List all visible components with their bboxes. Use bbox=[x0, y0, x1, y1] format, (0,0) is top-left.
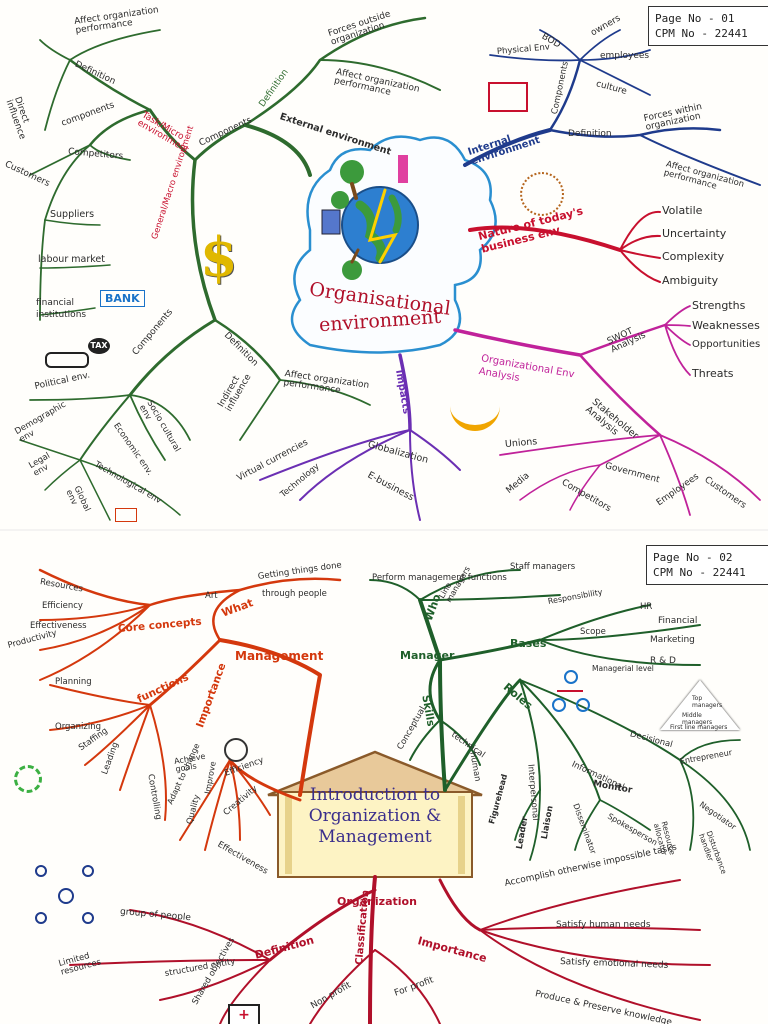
laptop-icon bbox=[115, 508, 137, 522]
pyramid-item: First line managers bbox=[670, 724, 728, 731]
nature-item: Uncertainty bbox=[662, 227, 727, 240]
management-what-item: through people bbox=[262, 589, 327, 599]
bases-item: HR bbox=[640, 602, 653, 612]
central-topic-line2: Organization & bbox=[308, 806, 442, 826]
function-item: Organizing bbox=[55, 722, 101, 732]
bases-item: Managerial level bbox=[592, 664, 654, 673]
bases-item: Financial bbox=[658, 616, 698, 626]
molecule-icon bbox=[30, 860, 100, 930]
pyramid-item: Middle managers bbox=[682, 712, 713, 726]
task-comp-item: financial institutions bbox=[36, 298, 87, 320]
cpm-number: CPM No - 22441 bbox=[653, 566, 746, 579]
core-concept-item: Efficiency bbox=[42, 601, 83, 611]
core-concept-item: Effectiveness bbox=[30, 621, 87, 631]
org-importance-item: Satisfy human needs bbox=[556, 920, 651, 930]
manager-branch: Manager bbox=[400, 649, 455, 662]
cycle-icon bbox=[14, 765, 42, 793]
manager-bases: Bases bbox=[510, 637, 547, 650]
central-topic-2: Introduction to Organization & Managemen… bbox=[290, 785, 460, 848]
bank-icon: BANK bbox=[100, 290, 145, 307]
dollar-icon: $ bbox=[200, 225, 238, 289]
management-branch: Management bbox=[235, 649, 324, 663]
bases-item: R & D bbox=[650, 656, 676, 666]
task-comp-item: Suppliers bbox=[50, 209, 95, 220]
central-topic-line1: Introduction to bbox=[309, 785, 441, 805]
task-comp-item: labour market bbox=[38, 254, 105, 265]
cpm-number: CPM No - 22441 bbox=[655, 27, 748, 40]
growth-chart-icon bbox=[488, 82, 528, 112]
management-what-item: Art bbox=[205, 591, 218, 601]
pyramid-icon bbox=[660, 680, 740, 730]
swot-item: Strengths bbox=[692, 299, 746, 312]
nature-item: Volatile bbox=[662, 204, 703, 217]
clock-icon bbox=[224, 738, 248, 762]
central-topic-line3: Management bbox=[318, 827, 432, 847]
nature-item: Complexity bbox=[662, 250, 725, 263]
internal-definition: Definition bbox=[568, 129, 612, 139]
swot-item: Opportunities bbox=[692, 339, 761, 350]
swot-item: Threats bbox=[692, 367, 734, 380]
people-hands-icon bbox=[450, 385, 500, 431]
network-icon bbox=[520, 172, 564, 216]
function-item: Planning bbox=[55, 677, 92, 687]
bases-item: Scope bbox=[580, 627, 606, 637]
tax-icon: TAX bbox=[88, 338, 110, 354]
page-number-box: Page No - 01 CPM No - 22441 bbox=[648, 6, 768, 46]
pyramid-item: Top managers bbox=[692, 695, 723, 709]
central-topic: Organisational environment bbox=[285, 278, 475, 336]
chain-icon bbox=[45, 352, 89, 368]
page-number: Page No - 02 bbox=[653, 551, 733, 564]
org-chart-icon bbox=[552, 670, 590, 716]
first-aid-icon: + bbox=[228, 1004, 260, 1024]
manager-who-item: Perform management functions bbox=[372, 573, 507, 583]
page-number-box-2: Page No - 02 CPM No - 22441 bbox=[646, 545, 768, 585]
internal-comp-item: employees bbox=[600, 51, 650, 61]
bases-item: Marketing bbox=[650, 635, 695, 645]
swot-item: Weaknesses bbox=[692, 319, 760, 332]
page-number: Page No - 01 bbox=[655, 12, 735, 25]
nature-item: Ambiguity bbox=[662, 274, 719, 287]
manager-who-item: Staff managers bbox=[510, 562, 576, 572]
organization-branch: Organization bbox=[337, 895, 417, 908]
